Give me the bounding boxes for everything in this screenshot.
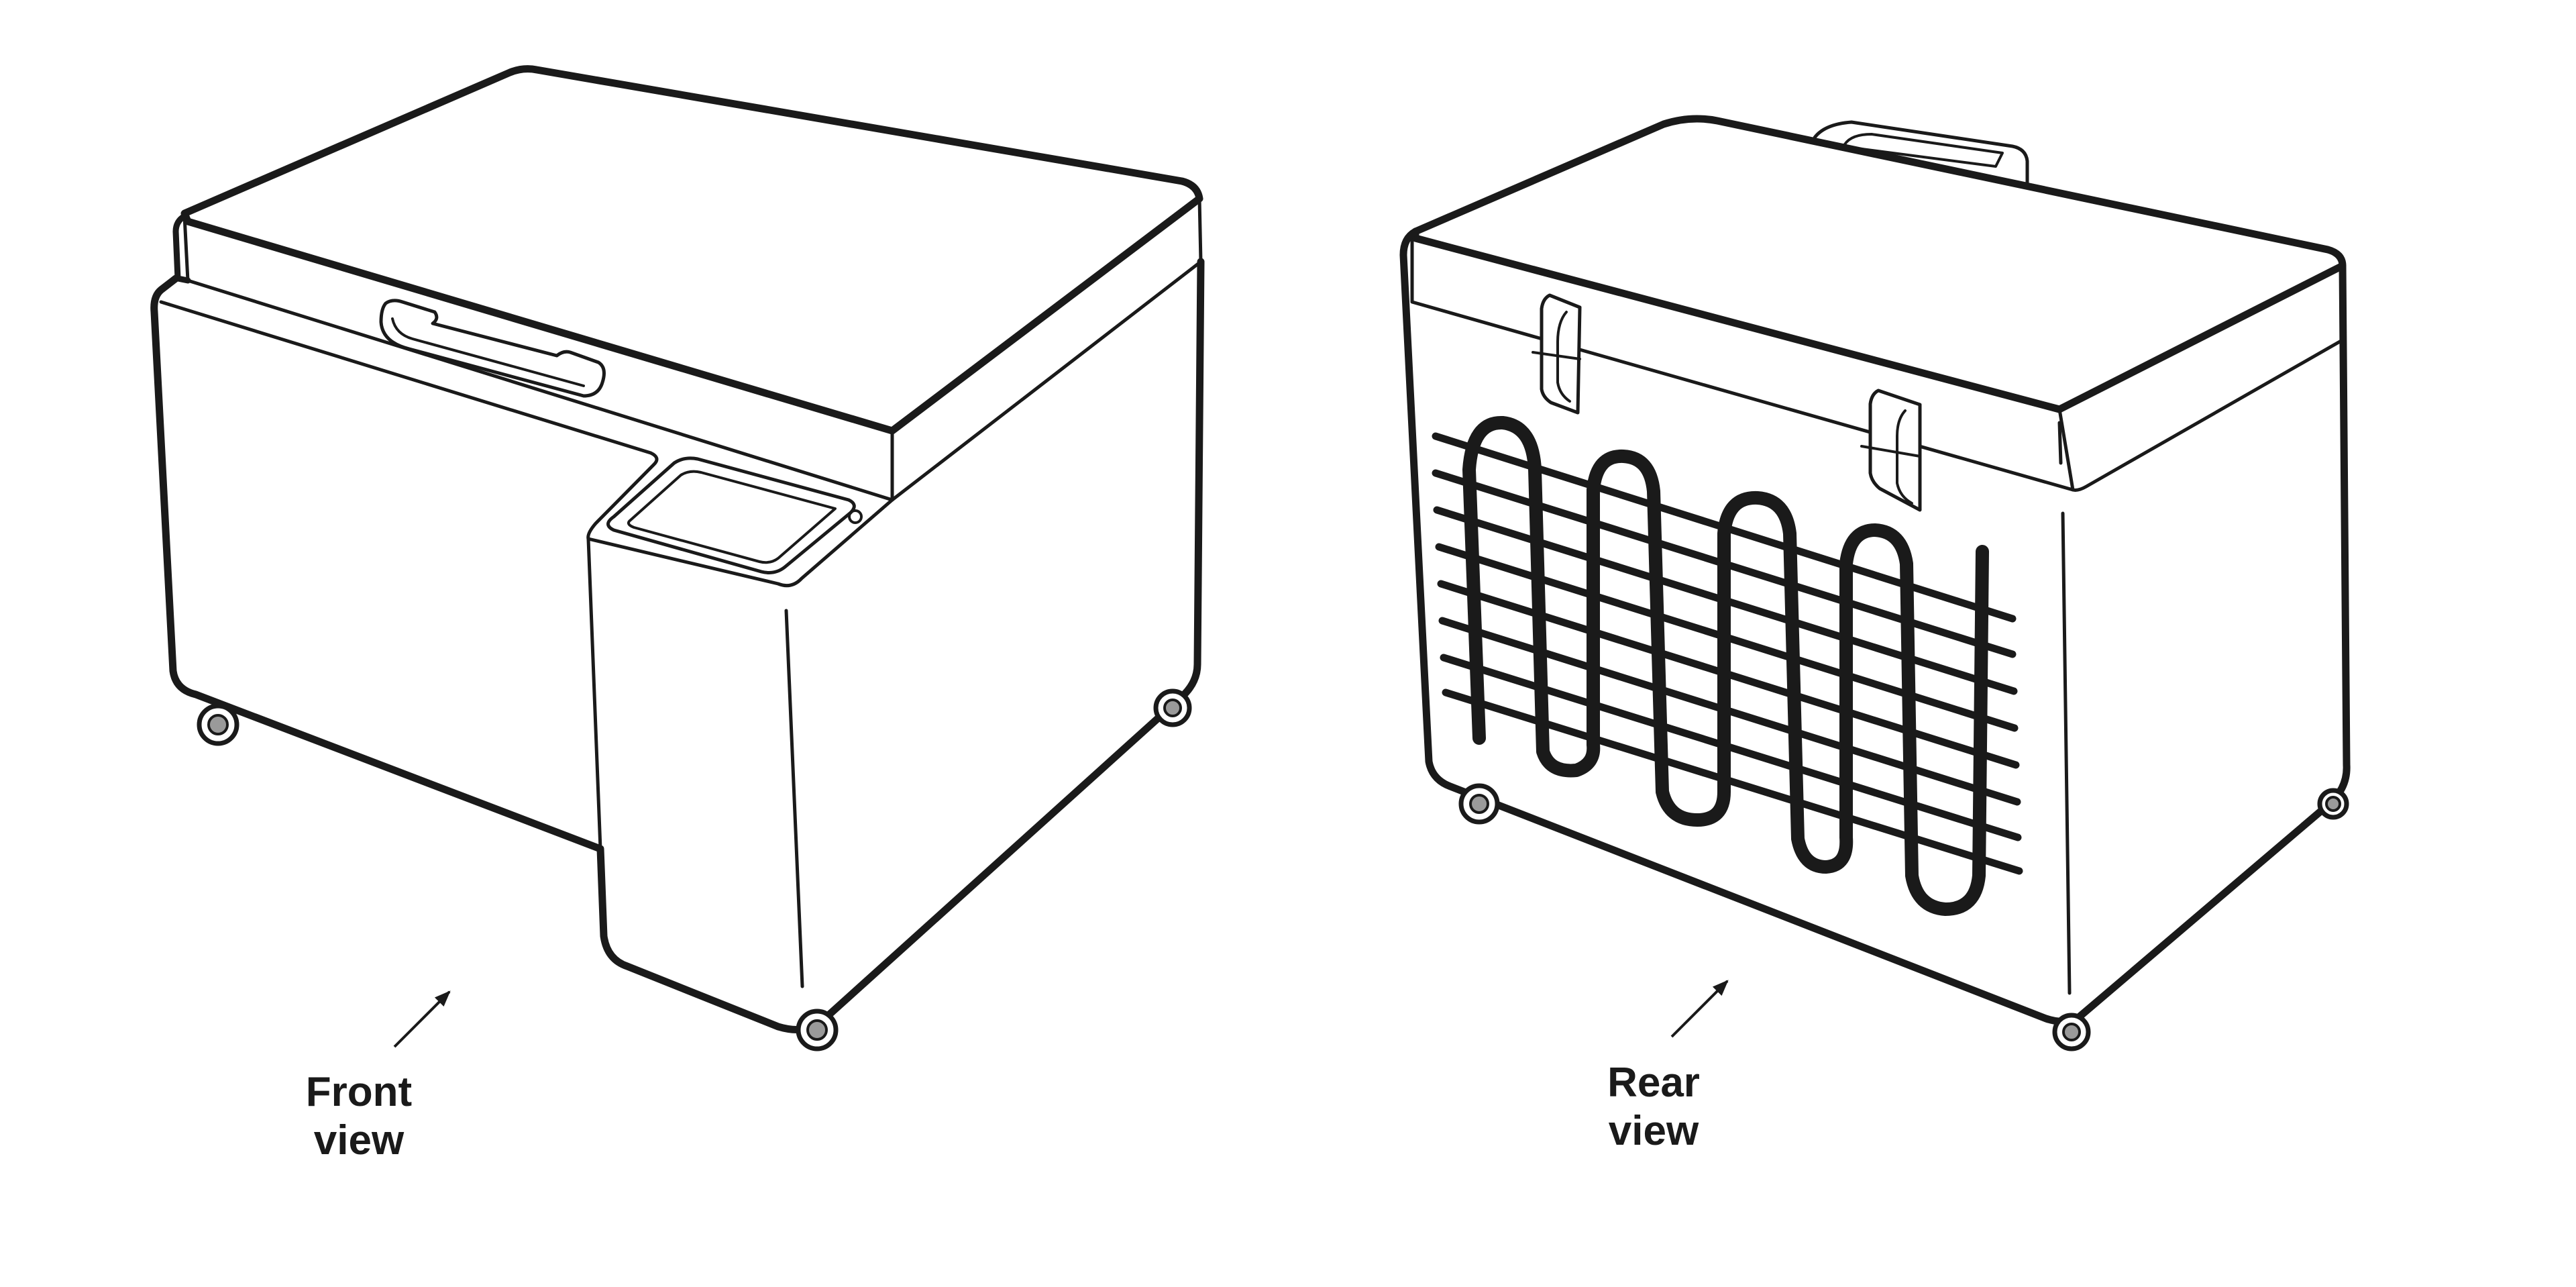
front-view-label: Front view <box>272 1068 446 1165</box>
rear-view-label-line2: view <box>1608 1108 1699 1154</box>
rear-view-label: Rear view <box>1566 1059 1741 1155</box>
front-wheel-right <box>1153 688 1192 727</box>
rear-wheel-center <box>2052 1013 2091 1051</box>
front-lid-handle <box>379 299 606 398</box>
front-lid-right-face <box>890 197 1203 502</box>
front-step-corner-line <box>784 609 804 988</box>
front-step-top-edge <box>586 498 894 588</box>
rear-lid-front-face <box>1410 236 2075 492</box>
rear-view-label-line1: Rear <box>1607 1060 1700 1106</box>
rear-view-freezer <box>1399 115 2351 1051</box>
rear-wheel-left <box>1458 783 1500 825</box>
front-lid-front-face <box>182 214 894 502</box>
front-wheel-left <box>197 703 239 746</box>
rear-condenser-coil <box>1462 416 1989 916</box>
front-lid-left-edge <box>172 213 191 284</box>
rear-latch-left <box>1532 293 1582 415</box>
front-view-label-line1: Front <box>305 1069 413 1115</box>
front-body-top-edge <box>159 300 659 541</box>
rear-top-handle-tab <box>1813 120 2029 187</box>
front-view-freezer <box>150 65 1205 1051</box>
rear-top-handle-inner <box>1843 133 2004 168</box>
rear-lid-right-face <box>2071 264 2347 492</box>
front-control-panel-screen <box>627 470 837 564</box>
rear-wheel-right <box>2317 788 2349 820</box>
front-indicator-light <box>848 509 863 524</box>
front-body-outline <box>150 258 1205 1033</box>
rear-view-arrow <box>1670 980 1729 1038</box>
front-lid-top <box>180 65 1203 435</box>
front-lid-handle-groove <box>391 317 585 387</box>
front-view-arrow <box>393 990 451 1048</box>
rear-latch-right <box>1860 389 1922 512</box>
front-step-left-edge <box>586 537 602 851</box>
rear-body-corner-line <box>2057 421 2072 995</box>
front-wheel-center <box>796 1009 839 1051</box>
front-view-label-line2: view <box>313 1117 405 1164</box>
